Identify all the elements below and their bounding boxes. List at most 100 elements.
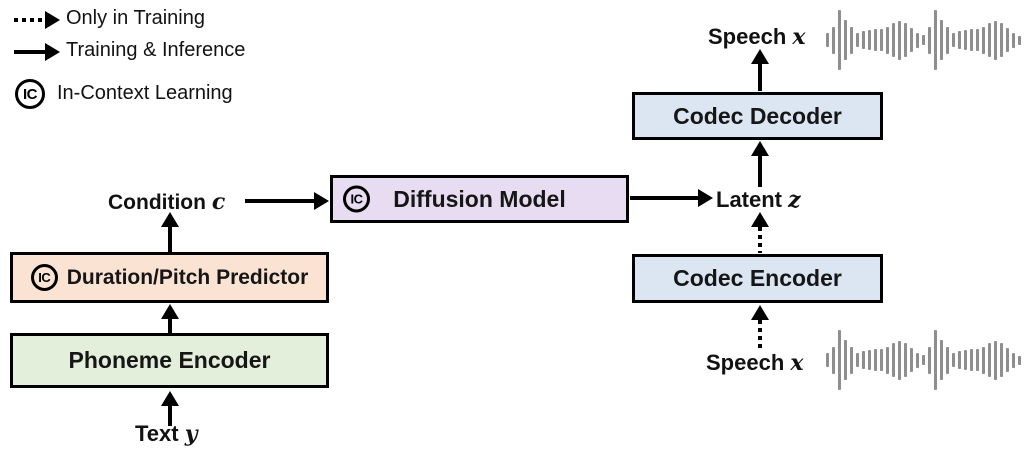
waveform-bar [856, 33, 859, 47]
arrow-head [751, 305, 769, 320]
speech-word: Speech [708, 24, 787, 49]
waveform-bar [844, 339, 847, 381]
waveform-bar [922, 354, 925, 366]
waveform-bar [832, 26, 835, 54]
waveform-bar [868, 350, 871, 370]
arrow-shaft [168, 319, 172, 333]
waveform-bar [958, 351, 961, 369]
arrow-texty-to-phoneme [161, 391, 179, 426]
waveform-bar [910, 348, 913, 372]
arrow-shaft [758, 156, 762, 187]
arrow-diffusion-to-latent [630, 189, 713, 207]
arrow-shaft [168, 227, 172, 252]
ic-circle-icon: IC [343, 185, 370, 213]
waveform-bar [874, 348, 877, 372]
waveform-bar [862, 351, 865, 369]
dotted-arrow-head [45, 11, 60, 29]
waveform-bar [892, 22, 895, 58]
node-diffusion-model: IC Diffusion Model [330, 175, 629, 223]
waveform-bar [850, 346, 853, 374]
waveform-bar [886, 346, 889, 374]
arrow-shaft [245, 199, 314, 203]
waveform-bar [826, 33, 829, 47]
text-variable: y [184, 421, 198, 447]
label-latent-z: Latent z [716, 187, 801, 213]
speech-variable: x [790, 350, 804, 376]
waveform-icon-top [826, 10, 1021, 70]
dotted-arrow-shaft [14, 18, 45, 22]
legend-label-in-context: In-Context Learning [57, 82, 233, 104]
waveform-bar [940, 339, 943, 381]
ic-circle-icon: IC [15, 79, 45, 109]
legend-label-training-inference: Training & Inference [66, 39, 246, 61]
waveform-bar [964, 30, 967, 50]
speech-variable: x [792, 24, 806, 50]
waveform-bar [928, 26, 931, 54]
solid-arrow-shaft [14, 50, 45, 54]
arrow-head [751, 212, 769, 227]
waveform-bar [970, 28, 973, 52]
waveform-bar [976, 348, 979, 372]
waveform-bar [970, 348, 973, 372]
node-codec-encoder: Codec Encoder [632, 254, 883, 303]
waveform-bar [1012, 32, 1015, 48]
arrow-head [161, 212, 179, 227]
arrow-shaft [758, 227, 762, 253]
waveform-bar [880, 348, 883, 372]
waveform-bar [838, 10, 841, 70]
duration-pitch-label: Duration/Pitch Predictor [66, 265, 309, 289]
node-codec-decoder: Codec Decoder [632, 92, 883, 140]
arrow-shaft [758, 320, 762, 349]
arrow-head [698, 189, 713, 207]
waveform-icon-bottom [826, 330, 1021, 390]
arrow-condition-to-diffusion [245, 192, 329, 210]
waveform-bar [880, 28, 883, 52]
legend-solid-arrow-icon [14, 43, 60, 61]
waveform-bar [946, 346, 949, 374]
arrow-shaft [630, 196, 698, 200]
waveform-bar [916, 32, 919, 48]
arrow-head [751, 49, 769, 64]
dotted-arrow-speech-to-encoder [751, 305, 769, 349]
waveform-bar [886, 26, 889, 54]
waveform-bar [916, 352, 919, 368]
waveform-bar [1006, 28, 1009, 52]
waveform-bar [982, 346, 985, 374]
waveform-bar [940, 19, 943, 61]
arrow-shaft [168, 406, 172, 426]
waveform-bar [946, 26, 949, 54]
waveform-bar [904, 22, 907, 58]
condition-word: Condition [108, 191, 206, 214]
waveform-bar [850, 26, 853, 54]
arrow-decoder-to-speech [751, 49, 769, 91]
latent-variable: z [788, 187, 801, 213]
waveform-bar [952, 353, 955, 367]
waveform-bar [934, 10, 937, 70]
waveform-bar [838, 330, 841, 390]
label-speech-x-top: Speech x [708, 24, 806, 50]
ic-circle-icon: IC [30, 264, 58, 291]
waveform-bar [904, 342, 907, 378]
arrow-head [161, 391, 179, 406]
latent-word: Latent [716, 187, 782, 212]
legend-label-only-training: Only in Training [66, 7, 205, 29]
waveform-bar [928, 346, 931, 374]
waveform-bar [952, 33, 955, 47]
waveform-bar [910, 28, 913, 52]
waveform-bar [898, 340, 901, 380]
label-condition-c: Condition c [108, 189, 225, 215]
arrow-head [314, 192, 329, 210]
waveform-bar [994, 20, 997, 60]
waveform-bar [1000, 342, 1003, 378]
waveform-bar [922, 34, 925, 46]
codec-encoder-label: Codec Encoder [673, 265, 842, 291]
dotted-arrow-encoder-to-latent [751, 212, 769, 253]
waveform-bar [826, 353, 829, 367]
waveform-bar [1018, 355, 1021, 365]
waveform-bar [832, 346, 835, 374]
arrow-duration-to-condition [161, 212, 179, 252]
waveform-bar [868, 30, 871, 50]
waveform-bar [964, 350, 967, 370]
arrow-latent-to-decoder [751, 141, 769, 187]
label-speech-x-bottom: Speech x [706, 350, 804, 376]
